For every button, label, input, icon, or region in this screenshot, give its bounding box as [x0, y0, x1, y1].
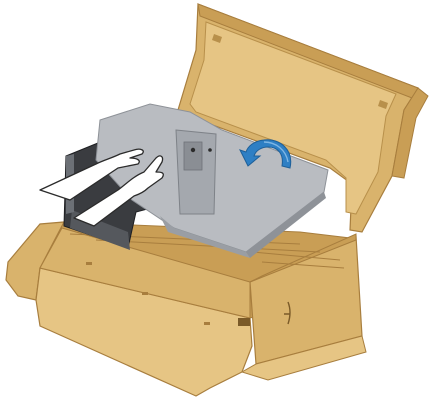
stand-screw: [208, 148, 212, 152]
stand-screw: [191, 148, 195, 152]
box-slot: [86, 262, 92, 265]
box-slot: [204, 322, 210, 325]
box-base: [6, 222, 366, 396]
box-slot: [142, 292, 148, 295]
box-slot: [238, 318, 250, 326]
stand-hinge-slot: [184, 142, 202, 170]
